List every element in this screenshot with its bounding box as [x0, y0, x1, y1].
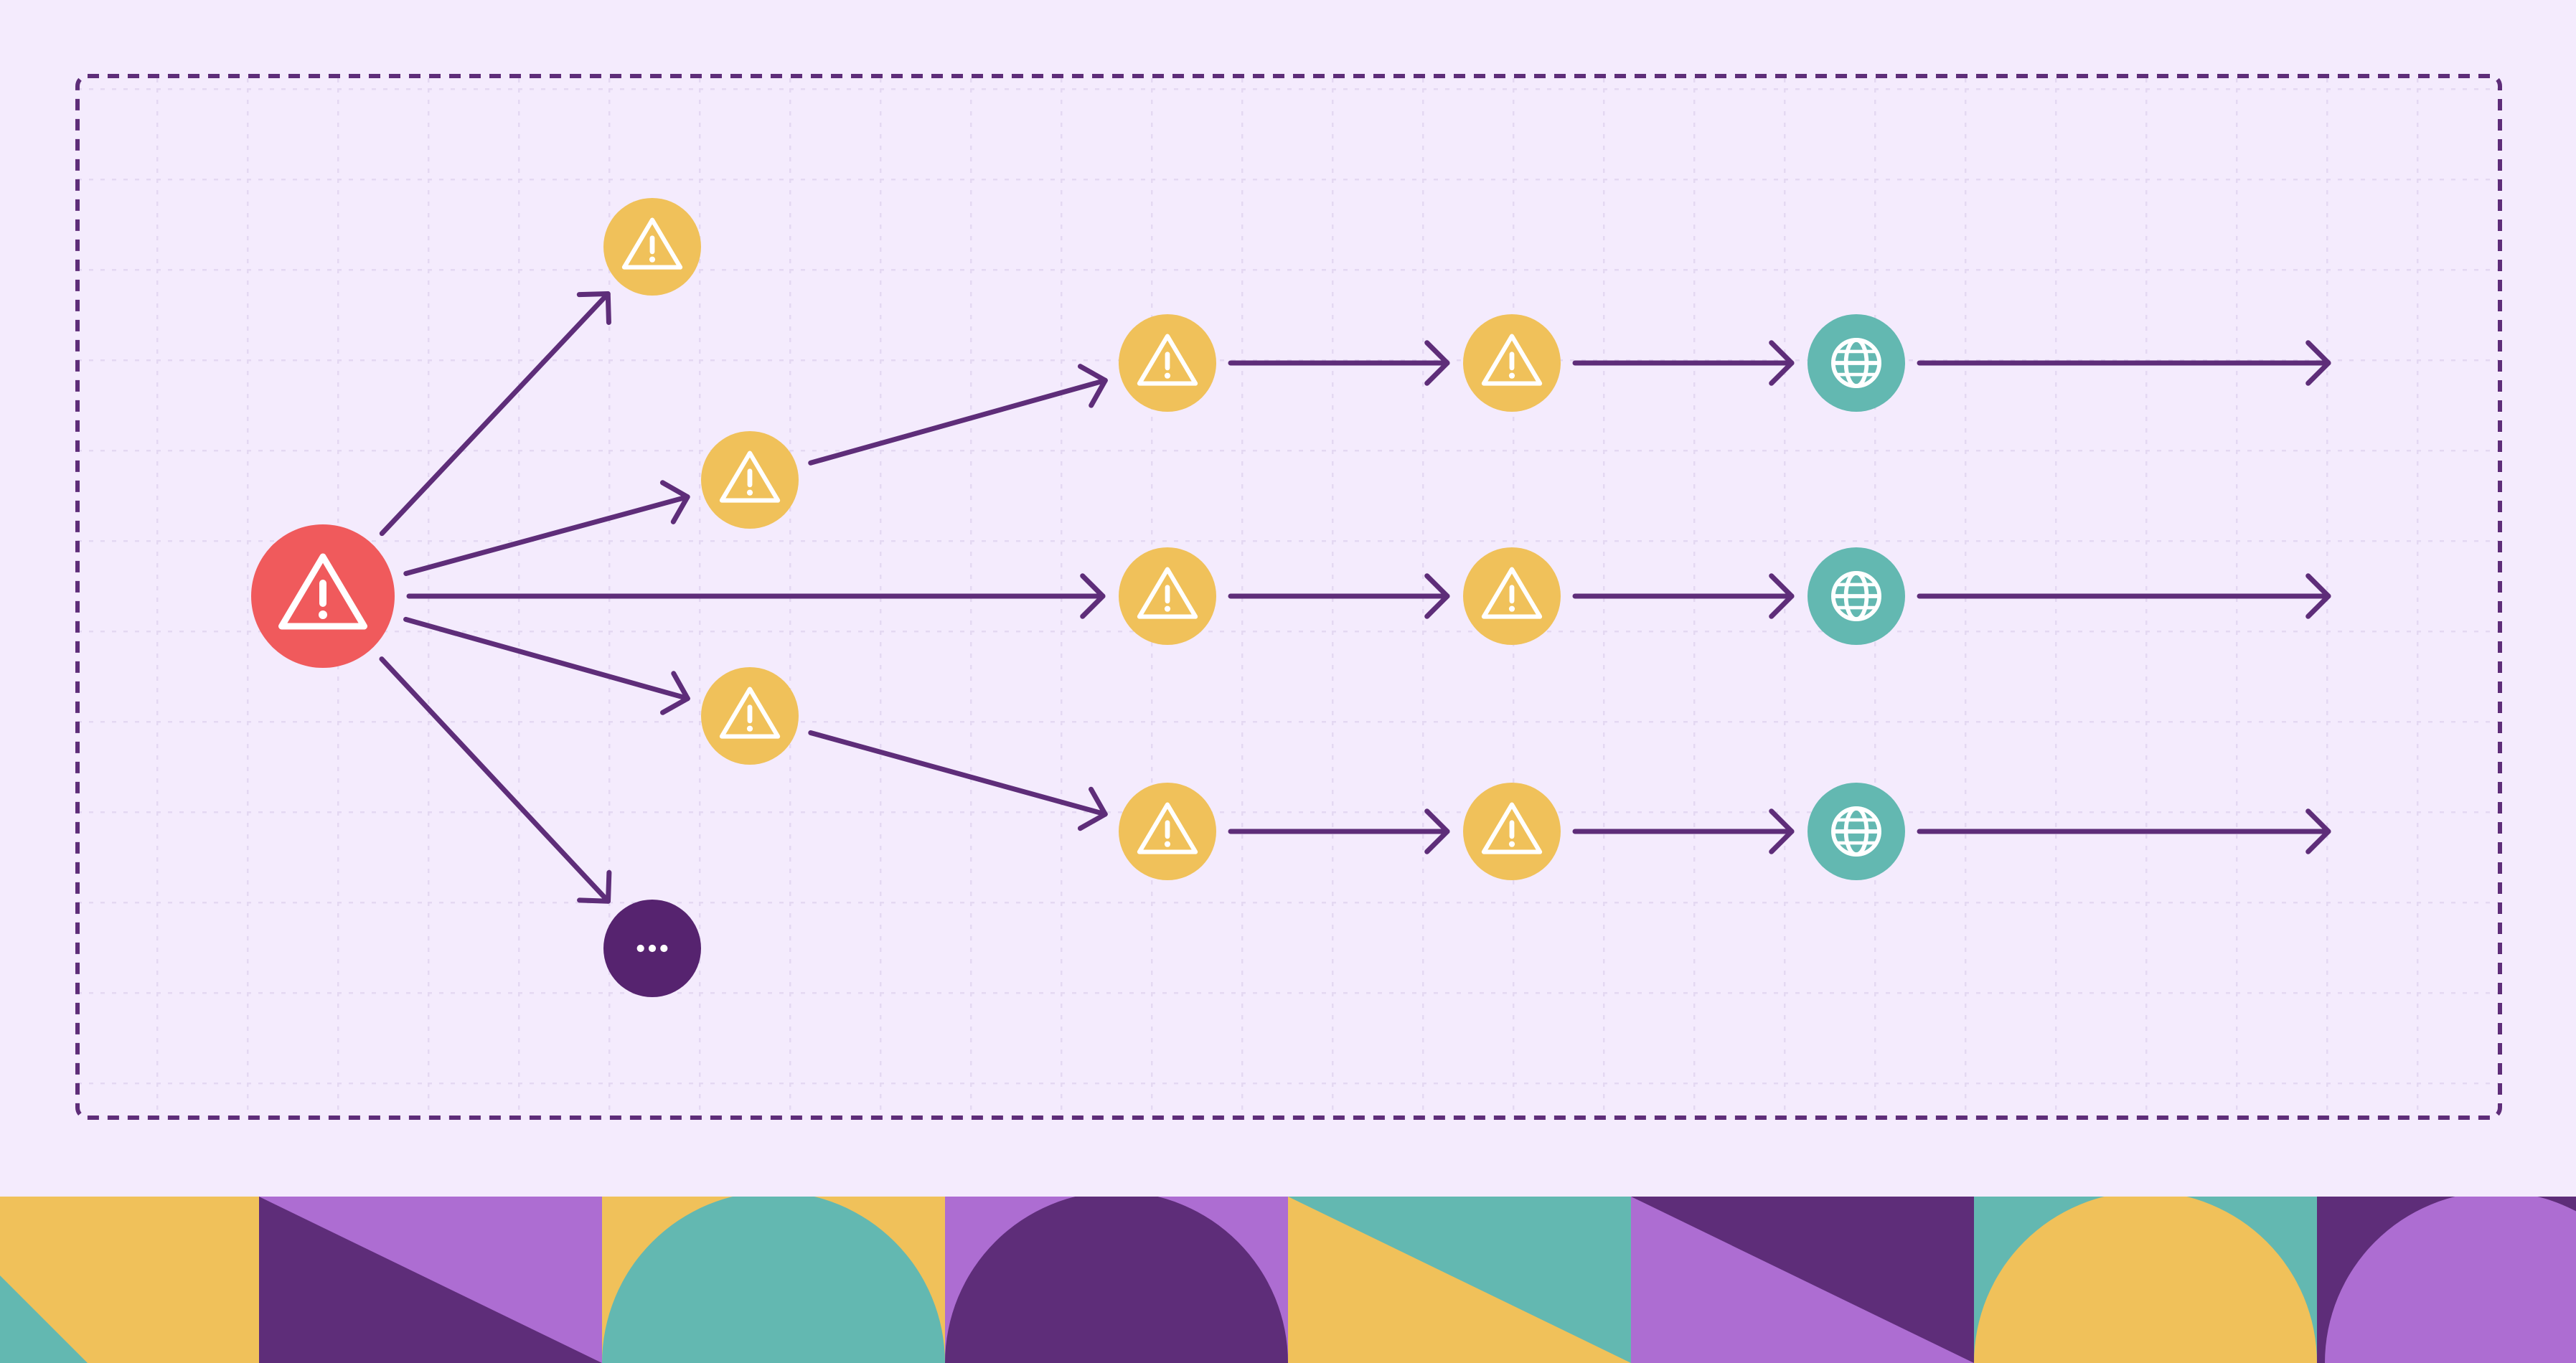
edge-arrow — [403, 480, 690, 576]
footer-pattern-band — [0, 1197, 2576, 1363]
footer-tile-7 — [1974, 1197, 2317, 1363]
node-warning-b1[interactable] — [603, 198, 701, 296]
edge-arrow — [406, 573, 1106, 619]
edge-arrow — [1572, 573, 1795, 619]
edges-layer — [379, 291, 2331, 904]
footer-tile-8 — [2317, 1197, 2576, 1363]
edge-arrow — [1228, 340, 1450, 386]
edge-arrow — [1917, 340, 2331, 386]
edge-arrow — [1917, 808, 2331, 854]
edge-arrow — [403, 616, 690, 715]
warning-triangle-icon — [1481, 334, 1543, 386]
globe-icon — [1831, 806, 1881, 857]
node-warning-r1c2[interactable] — [1463, 314, 1561, 412]
edge-arrow — [1572, 340, 1795, 386]
warning-triangle-icon — [621, 217, 683, 270]
edge-arrow — [379, 656, 612, 904]
footer-tile-6 — [1631, 1197, 1974, 1363]
edge-arrow — [379, 291, 611, 537]
edge-arrow — [1572, 808, 1795, 854]
node-alert-root[interactable] — [251, 524, 395, 668]
footer-tile-1 — [0, 1197, 259, 1363]
warning-triangle-icon — [1481, 567, 1543, 619]
edge-arrow — [1228, 808, 1450, 854]
node-warning-b4[interactable] — [701, 667, 799, 765]
node-warning-r3c2[interactable] — [1463, 783, 1561, 880]
edge-arrow — [1228, 573, 1450, 619]
footer-tile-4 — [945, 1197, 1288, 1363]
edge-arrow — [808, 730, 1108, 831]
warning-triangle-icon — [278, 553, 367, 630]
warning-triangle-icon — [719, 451, 781, 503]
attack-path-diagram — [75, 74, 2502, 1120]
globe-icon — [1831, 571, 1881, 621]
node-warning-r2c2[interactable] — [1463, 547, 1561, 645]
footer-tile-2 — [259, 1197, 602, 1363]
warning-triangle-icon — [1481, 802, 1543, 854]
ellipsis-icon — [636, 944, 668, 953]
node-warning-r3c1[interactable] — [1119, 783, 1216, 880]
footer-tile-3 — [602, 1197, 945, 1363]
node-warning-r2c1[interactable] — [1119, 547, 1216, 645]
node-globe-r1c3[interactable] — [1808, 314, 1905, 412]
warning-triangle-icon — [1137, 334, 1198, 386]
node-warning-b2[interactable] — [701, 431, 799, 529]
node-warning-r1c1[interactable] — [1119, 314, 1216, 412]
footer-tile-5 — [1288, 1197, 1631, 1363]
nodes-layer — [251, 198, 1905, 997]
edge-arrow — [808, 364, 1108, 466]
node-globe-r2c3[interactable] — [1808, 547, 1905, 645]
globe-icon — [1831, 338, 1881, 388]
warning-triangle-icon — [1137, 567, 1198, 619]
node-globe-r3c3[interactable] — [1808, 783, 1905, 880]
warning-triangle-icon — [719, 687, 781, 739]
edge-arrow — [1917, 573, 2331, 619]
node-more-b5[interactable] — [603, 900, 701, 997]
warning-triangle-icon — [1137, 802, 1198, 854]
